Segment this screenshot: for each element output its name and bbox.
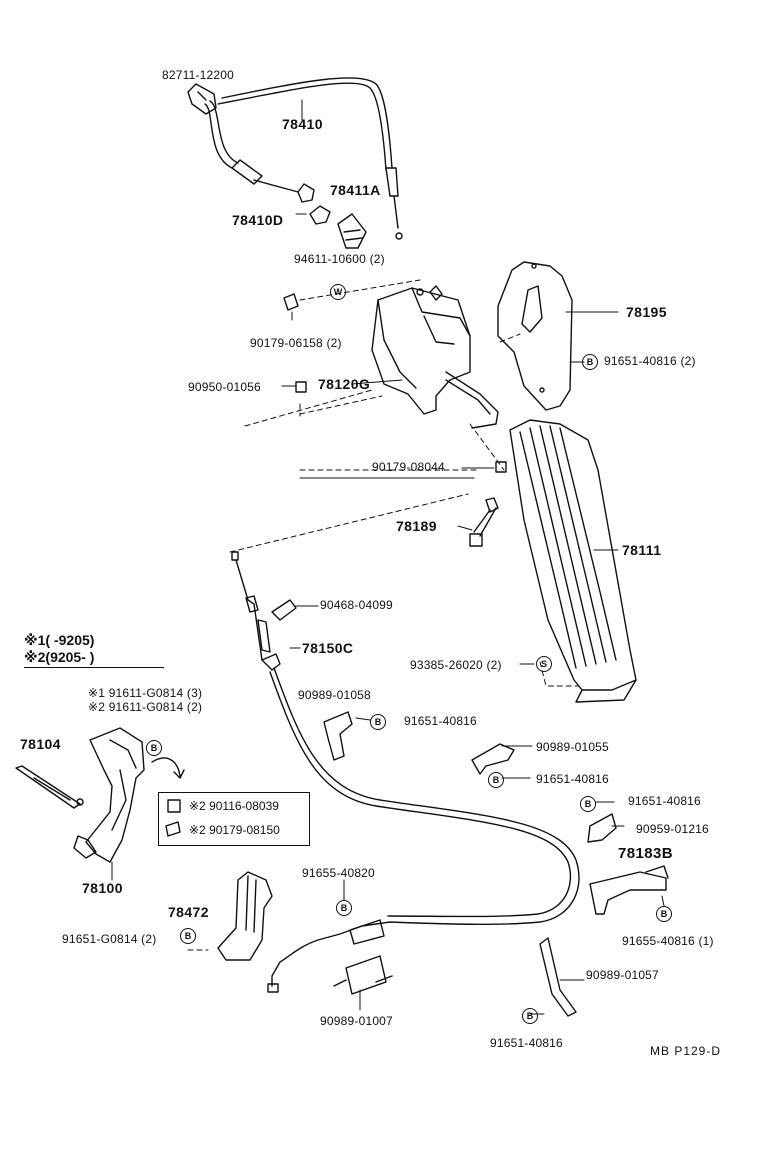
label-90179-06158: 90179-06158 (2): [250, 336, 342, 350]
legend-underline: [24, 667, 164, 668]
clip-90468: [271, 599, 297, 621]
mark-2b: ※2: [189, 799, 206, 813]
label-91651-40816-d: 91651-40816: [490, 1036, 563, 1050]
label-94611-10600: 94611-10600 (2): [294, 252, 385, 266]
clamp-90989-01057: [539, 937, 577, 1017]
adjust-nut-78410D: [297, 183, 331, 225]
bolt-mark-b-5: B: [580, 796, 596, 812]
hardware-misc: [165, 293, 507, 837]
clamp-90959: [587, 813, 617, 843]
callout-leaders: [111, 99, 665, 1015]
bolt-mark-b-9: B: [522, 1008, 538, 1024]
bolt-mark-b-1: B: [582, 354, 598, 370]
pedal-bracket-78120G: [371, 285, 499, 429]
label-78411A: 78411A: [330, 182, 381, 198]
label-78100: 78100: [82, 880, 123, 896]
label-78189: 78189: [396, 518, 437, 534]
label-91655-40816-1: 91655-40816 (1): [622, 934, 714, 948]
legend: ※1( -9205) ※2(9205- ): [24, 632, 164, 668]
pedal-arm-78195: [497, 261, 573, 411]
rod-78104: [15, 765, 81, 809]
bolt-mark-b-3: B: [146, 740, 162, 756]
legend-mark-2: ※2: [24, 649, 46, 665]
diagram-code: MB P129-D: [650, 1044, 722, 1058]
bolt-mark-b-6: B: [336, 900, 352, 916]
label-90989-01058: 90989-01058: [298, 688, 371, 702]
label-82711-12200: 82711-12200: [162, 68, 235, 82]
accel-cable-78150C: [231, 551, 580, 993]
label-78120G: 78120G: [318, 376, 371, 392]
label-90179-08044: 90179-08044: [372, 460, 445, 474]
label-78111: 78111: [622, 542, 662, 558]
label-91655-40820: 91655-40820: [302, 866, 375, 880]
label-90116-08039: 90116-08039: [209, 799, 279, 813]
label-78410: 78410: [282, 116, 323, 132]
label-78150C: 78150C: [302, 640, 354, 656]
screw-mark-s: S: [536, 656, 552, 672]
boot-78411A: [337, 213, 367, 249]
variant-row-2: ※2 90179-08150: [189, 823, 280, 837]
pedal-pad-78111: [509, 419, 637, 703]
label-78104: 78104: [20, 736, 61, 752]
label-90179-08150: 90179-08150: [209, 823, 280, 837]
label-90468-04099: 90468-04099: [320, 598, 393, 612]
bolt-mark-b-7: B: [656, 906, 672, 922]
leader-lines: [187, 279, 579, 951]
clamp-90989-01055: [471, 743, 515, 775]
label-78183B: 78183B: [618, 845, 673, 862]
label-90959-01216: 90959-01216: [636, 822, 709, 836]
label-90989-01055: 90989-01055: [536, 740, 609, 754]
bolt-mark-b-4: B: [488, 772, 504, 788]
label-91651-40816-2: 91651-40816 (2): [604, 354, 696, 368]
label-90950-01056: 90950-01056: [188, 380, 261, 394]
mark-1a: ※1: [88, 686, 106, 700]
label-91651-40816-b: 91651-40816: [536, 772, 609, 786]
label-91651-40816-c: 91651-40816: [628, 794, 701, 808]
clamp-90989-01058: [323, 711, 353, 761]
washer-mark-w: W: [330, 284, 346, 300]
variant-row-1: ※2 90116-08039: [189, 799, 279, 813]
legend-row-2: ※2(9205- ): [24, 649, 164, 666]
bracket-78472: [217, 871, 273, 961]
legend-row-1: ※1( -9205): [24, 632, 164, 649]
bolt-mark-b-8: B: [180, 928, 196, 944]
legend-mark-1: ※1: [24, 632, 46, 648]
label-91651-g0814-2: 91651-G0814 (2): [62, 932, 157, 946]
throttle-cable-78410: [204, 77, 403, 240]
label-78410D: 78410D: [232, 212, 284, 228]
label-90989-01057: 90989-01057: [586, 968, 659, 982]
label-91611-g0814-3: ※1 91611-G0814 (3): [88, 686, 202, 700]
bolt-mark-b-2: B: [370, 714, 386, 730]
mark-2c: ※2: [189, 823, 206, 837]
label-91651-40816-a: 91651-40816: [404, 714, 477, 728]
legend-range-2: (9205- ): [45, 649, 95, 665]
label-91611-g0814-2: ※2 91611-G0814 (2): [88, 700, 202, 714]
cable-clip-82711: [187, 83, 217, 115]
legend-range-1: ( -9205): [45, 632, 95, 648]
pedal-assembly-78100: [73, 727, 145, 863]
label-91611-g0814-3-text: 91611-G0814 (3): [108, 686, 203, 700]
variant-box: ※2 90116-08039 ※2 90179-08150: [158, 792, 310, 846]
stopper-bolt-78189: [469, 497, 499, 547]
label-91611-g0814-2-text: 91611-G0814 (2): [108, 700, 203, 714]
clamp-90989-01007: [333, 955, 393, 995]
label-93385-26020: 93385-26020 (2): [410, 658, 502, 672]
mark-2a: ※2: [88, 700, 106, 714]
label-78195: 78195: [626, 304, 667, 320]
arrow-78100: [151, 757, 185, 779]
label-78472: 78472: [168, 904, 209, 920]
label-90989-01007: 90989-01007: [320, 1014, 393, 1028]
bracket-78183B: [589, 865, 669, 915]
